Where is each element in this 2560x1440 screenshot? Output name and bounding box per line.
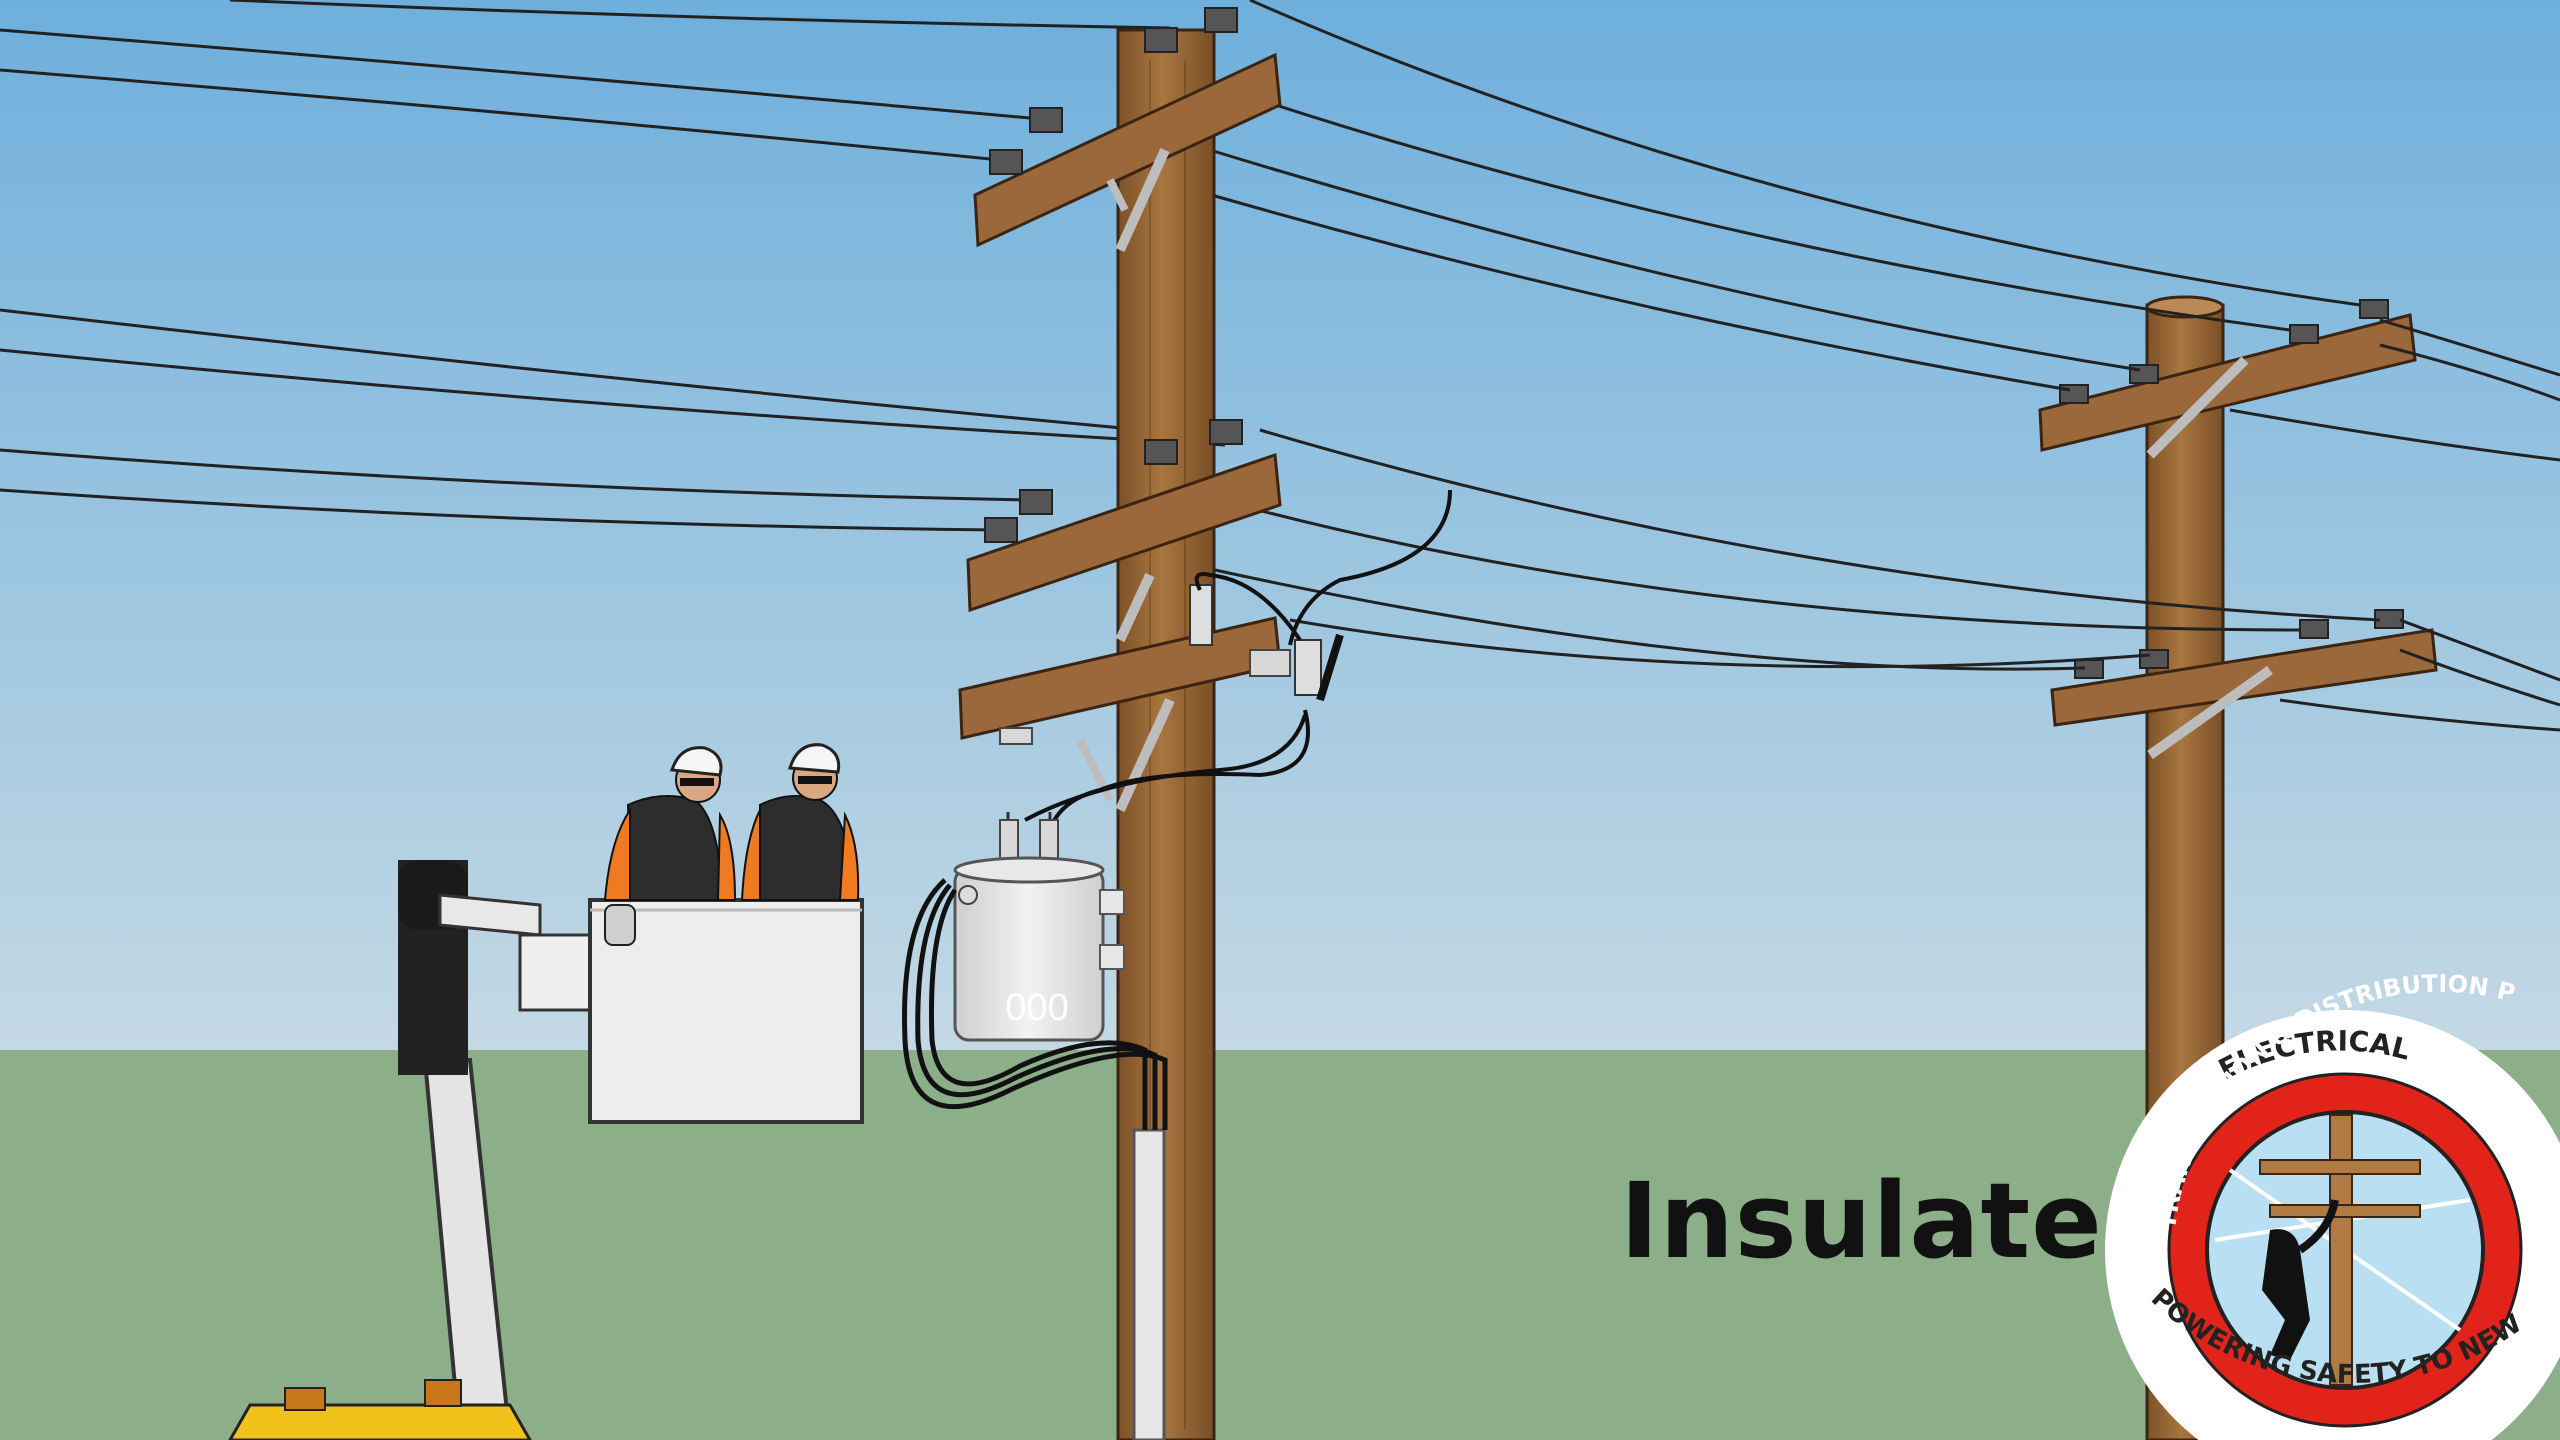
jumper-wires (1024, 489, 1452, 831)
bucket-truck (228, 860, 864, 1440)
main-pole (958, 7, 1344, 1440)
transformer (953, 812, 1125, 1042)
transformer-label: 000 (1005, 987, 1068, 1029)
secondary-cables (902, 878, 1168, 1130)
etdp-logo (2105, 1010, 2560, 1440)
lineworker-left (603, 746, 737, 946)
lineworker-right (740, 743, 860, 901)
caption-insulate: Insulate (1620, 1160, 2103, 1282)
